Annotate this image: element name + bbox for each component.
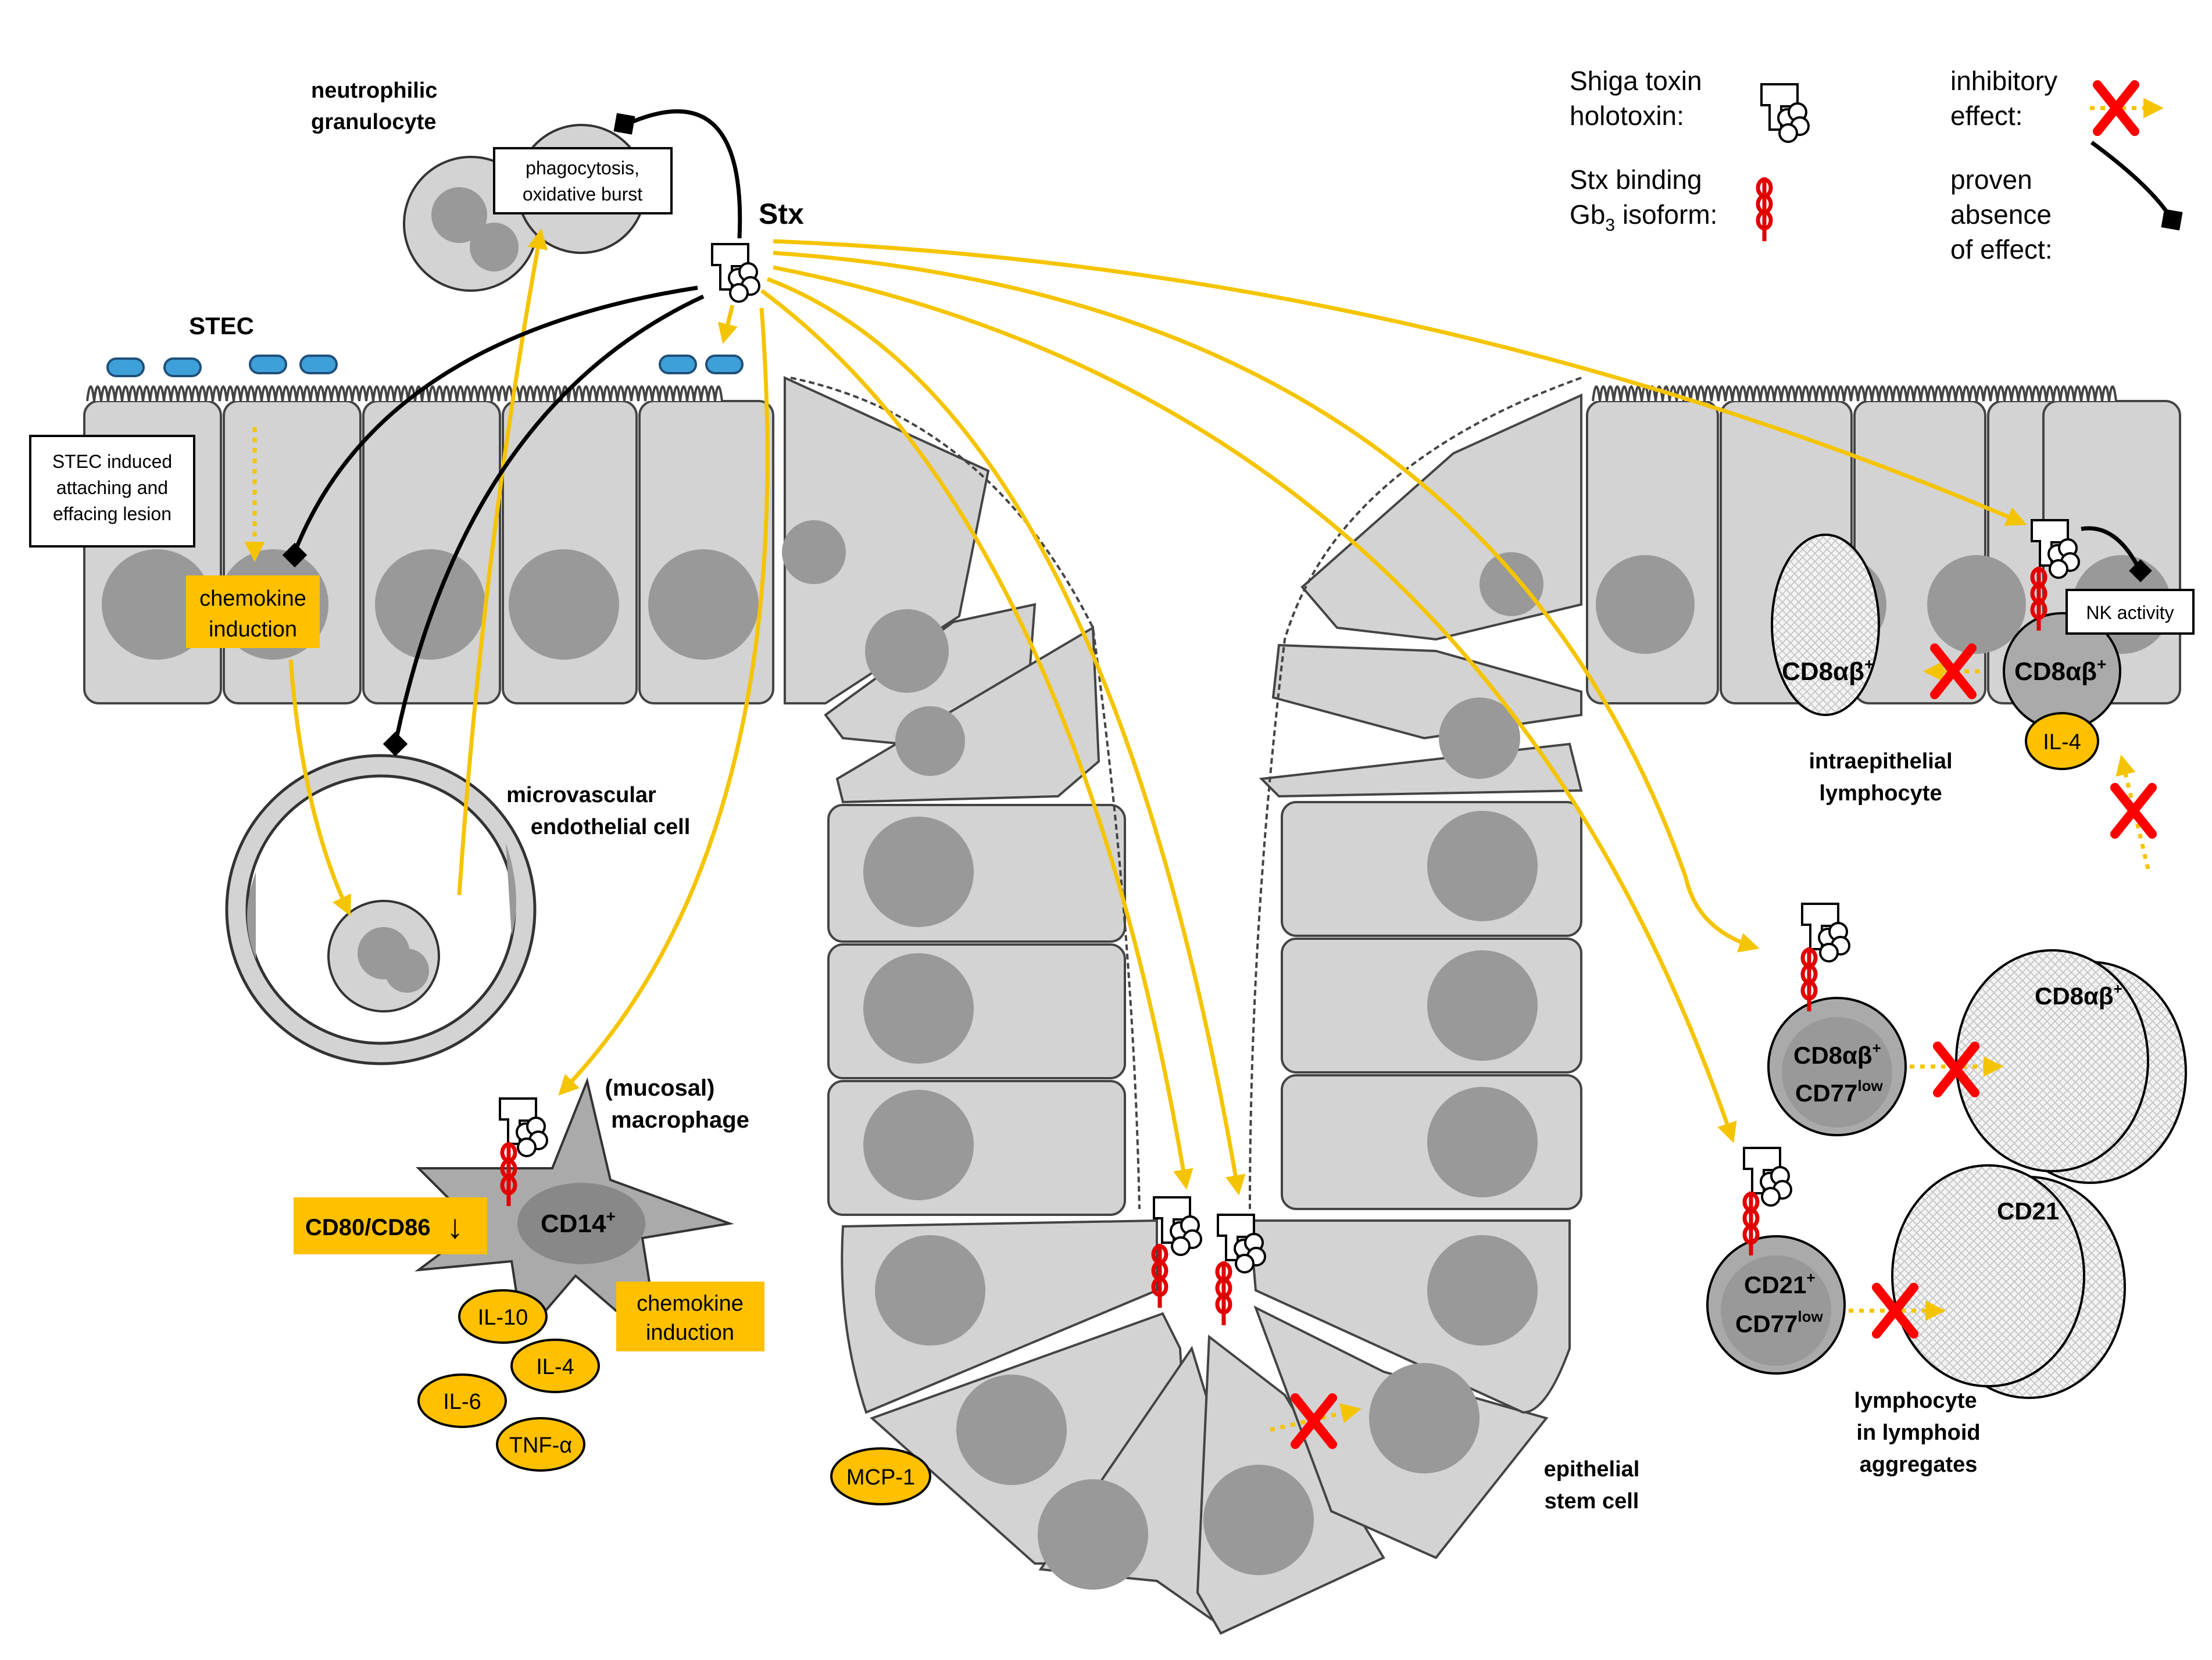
stem-cell-label-1: epithelial: [1544, 1457, 1640, 1482]
iel-label-2: lymphocyte: [1819, 781, 1942, 806]
ae-lesion-label-2: attaching and: [56, 477, 168, 498]
legend-gb3-2: Gb3 isoform:: [1570, 199, 1717, 235]
iel-cd8-hatched-label: CD8αβ+: [1782, 655, 1874, 686]
lymph-cd21-label: CD21+: [1744, 1269, 1816, 1298]
il4-label: IL-4: [536, 1355, 574, 1379]
legend-inhibitory-1: inhibitory: [1950, 66, 2057, 96]
macrophage-chemokine-label-2: induction: [646, 1321, 734, 1345]
iel-label-1: intraepithelial: [1809, 749, 1952, 774]
lymph-cd8-hatched-label: CD8αβ+: [2035, 980, 2122, 1010]
endothelial-label-2: endothelial cell: [531, 815, 691, 839]
iel-cd8-label: CD8αβ+: [2014, 655, 2106, 686]
legend-absence-2: absence: [1950, 199, 2052, 230]
lymph-cd77-label-2: CD77low: [1735, 1308, 1823, 1337]
iel-hatched-cell: [1771, 534, 1880, 716]
macrophage-chemokine-label-1: chemokine: [637, 1291, 744, 1316]
stx-arrows: [288, 228, 2027, 1196]
iel-cell: [2003, 612, 2121, 770]
lymphoid-cells: [1706, 949, 2187, 1399]
legend-absence-3: of effect:: [1950, 234, 2053, 264]
crypt: [782, 375, 1583, 1635]
lymphoid-label-2: in lymphoid: [1856, 1421, 1980, 1445]
macrophage-label-2: macrophage: [611, 1107, 749, 1133]
endothelial-label-1: microvascular: [506, 783, 656, 807]
toxin-lymph1: [1802, 903, 1850, 1011]
neutrophil-label-1: neutrophilic: [311, 78, 437, 103]
stec-bacteria: [106, 355, 744, 377]
phagocytosis-label-2: oxidative burst: [523, 184, 642, 205]
legend-gb3-1: Stx binding: [1570, 164, 1702, 195]
boxes: [29, 147, 2195, 1351]
lymph-cd21-hatched-label: CD21: [1997, 1197, 2059, 1225]
macrophage-label-1: (mucosal): [605, 1075, 715, 1101]
legend-holotoxin-1: Shiga toxin: [1570, 66, 1702, 96]
tnf-label: TNF-α: [509, 1433, 573, 1458]
cd80-label: CD80/CD86: [305, 1215, 431, 1240]
il6-label: IL-6: [443, 1390, 481, 1414]
toxin-main: [711, 243, 760, 303]
nk-activity-label: NK activity: [2086, 602, 2174, 623]
stx-label: Stx: [759, 198, 804, 230]
cd14-label: CD14+: [541, 1207, 616, 1238]
lymphoid-label-3: aggregates: [1860, 1452, 1978, 1477]
cytokine-ellipses: [417, 1289, 931, 1505]
legend: Shiga toxin holotoxin: Stx binding Gb3 i…: [1570, 66, 2057, 264]
lymph-cd77-label-1: CD77low: [1795, 1077, 1883, 1107]
endothelial-vessel: [225, 754, 537, 1065]
ae-lesion-label-1: STEC induced: [52, 451, 172, 472]
chemokine-label-1: chemokine: [199, 586, 306, 611]
toxin-legend: [1760, 83, 1810, 143]
phagocytosis-label-1: phagocytosis,: [526, 158, 639, 178]
gb3-legend: [1758, 177, 1771, 241]
ae-lesion-label-3: effacing lesion: [53, 503, 171, 524]
lymph-cd8-label: CD8αβ+: [1793, 1039, 1881, 1069]
legend-inhibitory-2: effect:: [1950, 101, 2022, 131]
cd80-down-arrow: ↓: [446, 1208, 463, 1246]
iel-il4-label: IL-4: [2043, 730, 2081, 754]
mcp1-label: MCP-1: [846, 1465, 915, 1490]
chemokine-label-2: induction: [209, 617, 297, 642]
legend-absence-1: proven: [1950, 164, 2032, 195]
stem-cell-label-2: stem cell: [1545, 1489, 1639, 1514]
neutrophil-label-2: granulocyte: [311, 110, 436, 134]
absence-lines: [291, 109, 2173, 745]
il10-label: IL-10: [478, 1305, 528, 1330]
stec-label: STEC: [189, 312, 254, 339]
toxin-crypt1: [1153, 1196, 1202, 1308]
lymphoid-label-1: lymphocyte: [1854, 1389, 1977, 1413]
legend-holotoxin-2: holotoxin:: [1570, 101, 1684, 131]
